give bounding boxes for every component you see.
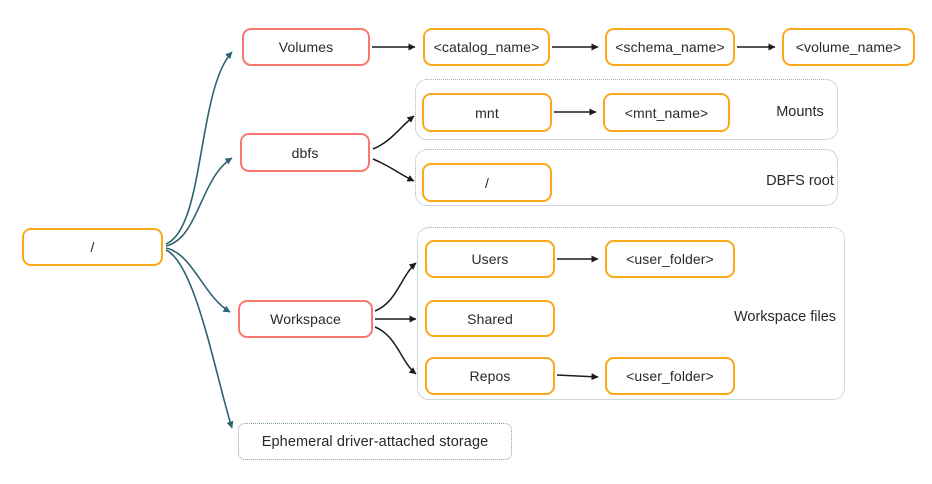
edge-root-dbfs	[165, 157, 233, 247]
node-user-folder-bottom: <user_folder>	[605, 357, 735, 395]
node-mnt-name: <mnt_name>	[603, 93, 730, 132]
node-mnt: mnt	[422, 93, 552, 132]
dbfs-root-group	[415, 149, 838, 206]
node-ephemeral-storage: Ephemeral driver-attached storage	[238, 423, 512, 460]
edge-dbfs-mnt	[372, 115, 415, 150]
workspace-files-group-label: Workspace files	[733, 309, 837, 325]
node-catalog-name: <catalog_name>	[423, 28, 550, 66]
edge-dbfs-slash	[372, 158, 415, 182]
node-shared: Shared	[425, 300, 555, 337]
edge-workspace-users	[374, 262, 417, 312]
node-repos: Repos	[425, 357, 555, 395]
edge-root-volumes	[165, 51, 233, 245]
edge-root-workspace	[165, 247, 231, 313]
node-workspace: Workspace	[238, 300, 373, 338]
node-dbfs-root-slash: /	[422, 163, 552, 202]
mounts-group-label: Mounts	[776, 104, 824, 120]
mounts-group	[415, 79, 838, 140]
node-user-folder-top: <user_folder>	[605, 240, 735, 278]
node-volumes: Volumes	[242, 28, 370, 66]
edge-root-ephemeral	[165, 249, 234, 429]
node-schema-name: <schema_name>	[605, 28, 735, 66]
node-users: Users	[425, 240, 555, 278]
node-dbfs: dbfs	[240, 133, 370, 172]
edge-workspace-repos	[374, 326, 417, 375]
node-volume-name: <volume_name>	[782, 28, 915, 66]
workspace-files-group	[417, 227, 845, 400]
node-root-slash: /	[22, 228, 163, 266]
dbfs-root-group-label: DBFS root	[766, 173, 834, 189]
